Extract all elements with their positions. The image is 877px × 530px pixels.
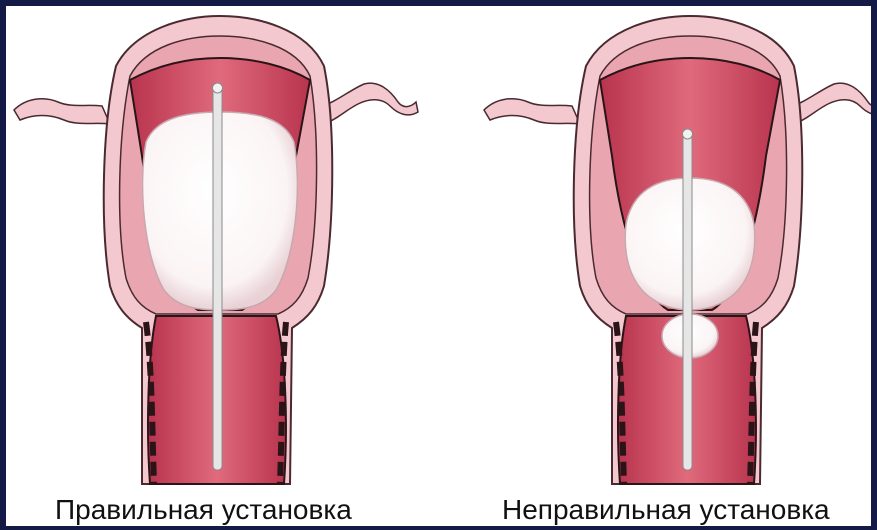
catheter-tube [683,132,692,470]
left-fallopian-tube [484,99,580,124]
correct-placement-illustration [6,6,436,486]
caption-incorrect-placement: Неправильная установка [502,496,830,524]
left-fallopian-tube [14,99,110,124]
right-fallopian-tube [322,83,418,124]
illustration-frame [6,6,871,526]
catheter-tip [683,129,693,139]
catheter-tube [213,86,222,470]
uterus-correct-diagram [6,6,436,486]
right-fallopian-tube [792,83,871,124]
incorrect-placement-illustration [476,6,871,486]
catheter-tip [213,83,223,93]
caption-correct-placement: Правильная установка [55,496,352,524]
uterus-incorrect-diagram [476,6,871,486]
